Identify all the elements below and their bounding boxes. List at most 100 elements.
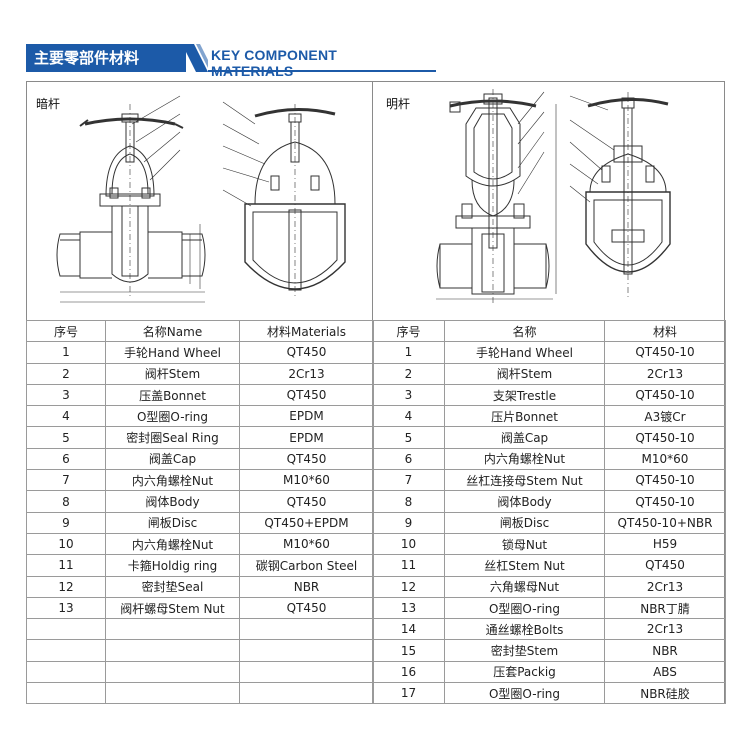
cell-material: M10*60 [239,532,374,556]
cell-no: 8 [26,490,106,513]
cell-no: 16 [372,660,445,684]
cell-no: 10 [372,532,445,556]
cell-no [26,618,106,641]
cell-name: 阀体Body [444,490,605,513]
cell-material: QT450 [239,596,374,620]
cell-no: 14 [372,618,445,641]
header-underline [208,70,436,72]
header-slash-decoration [182,44,208,72]
cell-material: M10*60 [604,447,726,471]
header-title-cn: 主要零部件材料 [26,44,186,72]
cell-name: 手轮Hand Wheel [444,341,605,364]
cell-material: NBR丁腈 [604,596,726,620]
cell-no: 17 [372,682,445,705]
cell-name: 内六角螺栓Nut [105,469,240,492]
cell-material: QT450 [604,554,726,577]
cell-name: O型圈O-ring [105,405,240,428]
cell-name: O型圈O-ring [444,596,605,620]
cell-material [239,660,374,684]
cell-name: 通丝螺栓Bolts [444,618,605,641]
cell-no: 2 [372,362,445,385]
cell-no: 3 [372,383,445,407]
cell-material: QT450-10 [604,490,726,513]
cell-no: 6 [26,447,106,471]
cell-name: 闸板Disc [444,511,605,534]
cell-name: 丝杠Stem Nut [444,554,605,577]
cell-no: 7 [26,469,106,492]
table-row [26,618,374,641]
cell-name: 闸板Disc [105,511,240,534]
cell-no: 4 [372,405,445,428]
cell-no: 7 [372,469,445,492]
cell-material [239,682,374,705]
cell-material: 2Cr13 [604,575,726,598]
cell-material: QT450 [239,447,374,471]
cell-no: 12 [372,575,445,598]
cell-material: QT450-10 [604,383,726,407]
cell-name: 手轮Hand Wheel [105,341,240,364]
right-panel-label: 明杆 [386,97,411,111]
cell-name: 锁母Nut [444,532,605,556]
cell-name [105,618,240,641]
cell-material: M10*60 [239,469,374,492]
cell-material: QT450+EPDM [239,511,374,534]
cell-material: 碳钢Carbon Steel [239,554,374,577]
column-header-name: 名称 [444,319,605,343]
cell-no: 4 [26,405,106,428]
cell-no: 5 [372,426,445,449]
cell-no: 9 [372,511,445,534]
column-header-no: 序号 [26,319,106,343]
cell-no: 3 [26,383,106,407]
cell-name: 密封垫Stem [444,639,605,662]
cell-name: 支架Trestle [444,383,605,407]
cell-name [105,682,240,705]
cell-name: 内六角螺栓Nut [444,447,605,471]
cell-material: NBR硅胶 [604,682,726,705]
cell-material: 2Cr13 [239,362,374,385]
cell-no [26,639,106,662]
cell-name: 阀盖Cap [444,426,605,449]
cell-no: 15 [372,639,445,662]
cell-material: ABS [604,660,726,684]
table-row [26,682,374,705]
cell-name: 压片Bonnet [444,405,605,428]
cell-name: 六角螺母Nut [444,575,605,598]
table-row [26,660,374,684]
left-valve-drawing [40,84,370,319]
cell-material: EPDM [239,405,374,428]
cell-name: 阀体Body [105,490,240,513]
cell-no [26,660,106,684]
column-header-material: 材料 [604,319,726,343]
cell-name: 压盖Bonnet [105,383,240,407]
cell-material: 2Cr13 [604,362,726,385]
cell-material: H59 [604,532,726,556]
cell-name: 阀杆螺母Stem Nut [105,596,240,620]
cell-material: QT450-10+NBR [604,511,726,534]
cell-name: 阀盖Cap [105,447,240,471]
cell-no: 2 [26,362,106,385]
cell-material: NBR [239,575,374,598]
cell-no: 9 [26,511,106,534]
